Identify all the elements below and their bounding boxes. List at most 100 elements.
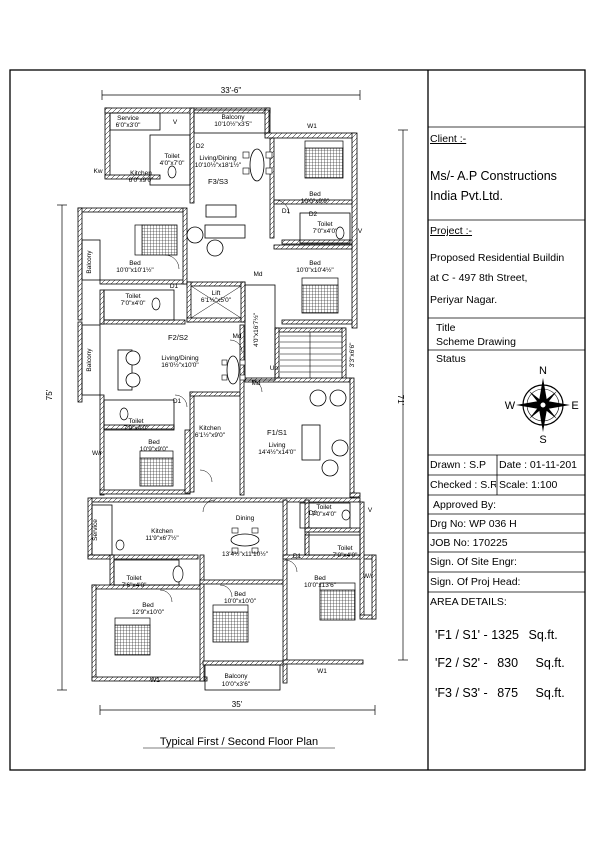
balcony-bot: Balcony	[224, 673, 248, 680]
kitchen-mid-dim: 6'1½"x9'0"	[195, 431, 226, 439]
project-line1: Proposed Residential Buildin	[430, 252, 565, 264]
area-row: 'F3 / S3' - 875 Sq.ft.	[435, 686, 565, 700]
toilet-c: Toilet	[125, 293, 140, 300]
kitchen-bot-dim: 11'9"x6'7½"	[145, 534, 179, 542]
lift: Lift	[212, 290, 221, 297]
balcony-top: Balcony	[221, 114, 245, 121]
md-1: Md	[253, 271, 262, 278]
compass-n: N	[539, 365, 547, 377]
w1-bot: W1	[150, 677, 160, 684]
checked-by: Checked : S.R	[430, 479, 496, 491]
status-label: Status	[436, 353, 466, 365]
d1-2: D1	[170, 283, 179, 290]
project-label: Project :-	[430, 225, 473, 237]
d1-1: D1	[282, 208, 291, 215]
d1-4: D1	[293, 553, 302, 560]
kitchen-mid: Kitchen	[199, 425, 221, 432]
living-f1: Living	[269, 442, 286, 449]
balcony-l1: Balcony	[86, 250, 93, 274]
wr-1: W/r	[92, 450, 103, 457]
bed-bm-dim: 10'0"x10'0"	[224, 598, 257, 605]
bed-bl: Bed	[142, 602, 154, 609]
md-2: Md	[232, 333, 241, 340]
wr-2: W/r	[363, 573, 374, 580]
drawn-by: Drawn : S.P	[430, 459, 487, 471]
bed-r2: Bed	[309, 260, 321, 267]
v-2: V	[358, 228, 363, 235]
living-top: Living/Dining	[199, 155, 237, 162]
toilet-g-dim: 7'6"x4'0"	[122, 582, 147, 589]
lobby-dim: 4'0"x16'7½"	[252, 312, 260, 347]
project-line3: Periyar Nagar.	[430, 294, 498, 306]
toilet-a: Toilet	[164, 153, 179, 160]
d2-3: D2	[309, 510, 318, 517]
balcony-top-dim: 10'10½"x3'5"	[214, 120, 252, 128]
bed-l1: Bed	[129, 260, 141, 267]
dim-top: 33'-6"	[221, 86, 242, 95]
toilet-c-dim: 7'0"x4'0"	[121, 300, 146, 307]
job-number: JOB No: 170225	[430, 537, 508, 549]
approved-by: Approved By:	[433, 499, 497, 511]
service-bot: Service	[92, 519, 99, 541]
toilet-b: Toilet	[317, 221, 332, 228]
toilet-f: Toilet	[337, 545, 352, 552]
compass-icon	[516, 378, 570, 432]
bed-tr-dim: 10'0"x9'9"	[301, 198, 330, 205]
service-top-dim: 6'0"x3'0"	[116, 122, 141, 129]
toilet-g: Toilet	[126, 575, 141, 582]
bed-bm: Bed	[234, 591, 246, 598]
bed-tr: Bed	[309, 191, 321, 198]
balcony-bot-dim: 10'0"x3'6"	[222, 681, 251, 688]
title-value: Scheme Drawing	[436, 336, 516, 348]
unit-f3: F3/S3	[208, 177, 228, 186]
service-top: Service	[117, 115, 139, 122]
d2-1: D2	[196, 143, 205, 150]
drawing-number: Drg No: WP 036 H	[430, 518, 517, 530]
w1-br: W1	[317, 668, 327, 675]
toilet-b-dim: 7'0"x4'0"	[313, 228, 338, 235]
dim-bottom: 35'	[232, 700, 243, 709]
md-3: Md	[251, 380, 260, 387]
kitchen-top: Kitchen	[130, 170, 152, 177]
toilet-e-dim: 7'0"x4'0"	[312, 511, 337, 518]
kitchen-top-dim: 6'0"x9'0"	[129, 177, 154, 184]
living-mid: Living/Dining	[161, 355, 199, 362]
kw-1: Kw	[93, 168, 102, 175]
bed-r2-dim: 10'0"x10'4½"	[296, 266, 334, 274]
dining-dim: 13'4½"x11'10½"	[222, 550, 269, 558]
title-label: Title	[436, 322, 456, 334]
kitchen-bot: Kitchen	[151, 528, 173, 535]
toilet-e: Toilet	[316, 504, 331, 511]
site-engineer-sign: Sign. Of Site Engr:	[430, 556, 517, 568]
w1-top: W1	[307, 123, 317, 130]
unit-f2: F2/S2	[168, 333, 188, 342]
area-details-heading: AREA DETAILS:	[430, 596, 507, 608]
v-1: V	[173, 119, 178, 126]
scale: Scale: 1:100	[499, 479, 558, 491]
dining: Dining	[236, 515, 255, 522]
area-row: 'F2 / S2' - 830 Sq.ft.	[435, 656, 565, 670]
bed-l1-dim: 10'0"x10'1½"	[116, 266, 154, 274]
stair-dim: 3'3"x6'6"	[349, 342, 356, 367]
client-label: Client :-	[430, 133, 467, 145]
toilet-f-dim: 7'0"x4'0"	[333, 552, 358, 559]
d1-3: D1	[173, 398, 182, 405]
client-line1: Ms/- A.P Constructions	[430, 169, 557, 183]
bed-br-dim: 10'0"x13'6"	[304, 582, 337, 589]
unit-f1: F1/S1	[267, 428, 287, 437]
plan-caption: Typical First / Second Floor Plan	[160, 736, 318, 748]
bed-bl-dim: 12'9"x10'0"	[132, 609, 165, 616]
living-f1-dim: 14'4½"x14'0"	[258, 448, 296, 456]
dim-left: 75'	[45, 389, 54, 400]
balcony-l2: Balcony	[86, 348, 93, 372]
drawn-date: Date : 01-11-201	[499, 459, 578, 471]
client-line2: India Pvt.Ltd.	[430, 189, 503, 203]
compass-s: S	[539, 434, 546, 446]
toilet-d: Toilet	[128, 418, 143, 425]
toilet-a-dim: 4'0"x7'0"	[160, 160, 185, 167]
lift-dim: 6'1½"x5'0"	[201, 296, 232, 304]
compass-w: W	[505, 400, 516, 412]
v-3: V	[368, 507, 373, 514]
bed-l3: Bed	[148, 439, 160, 446]
